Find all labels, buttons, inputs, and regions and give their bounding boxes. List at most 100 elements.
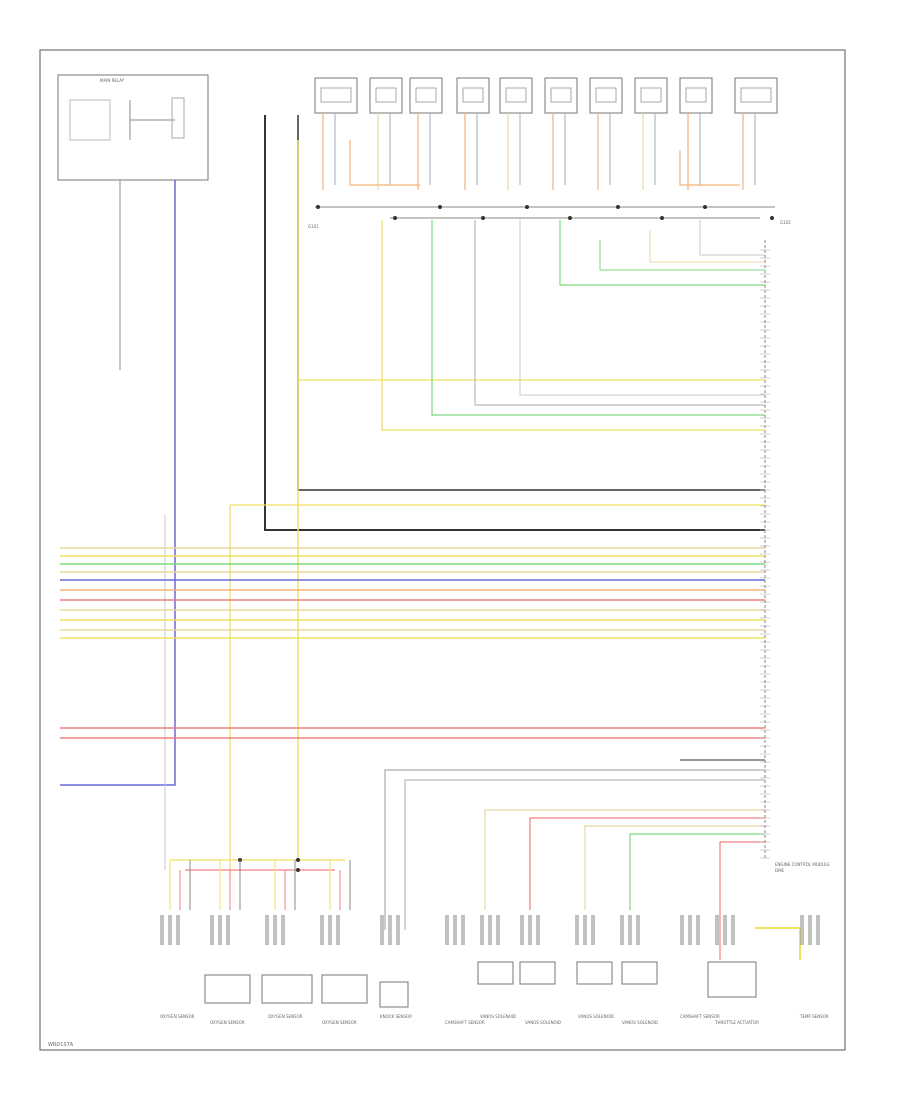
injector-module-9 <box>679 77 713 114</box>
orange-run <box>349 140 420 186</box>
connector-pin <box>380 915 384 945</box>
component-label: VANOS SOLENOID <box>622 1020 658 1025</box>
connector-pin <box>636 915 640 945</box>
tan-wire-lower <box>484 809 765 910</box>
module-label-1: ENGINE CONTROL MODULE <box>775 862 830 867</box>
yellow-wire-2 <box>381 220 765 431</box>
diagram-border <box>39 49 846 1051</box>
connector-pin <box>160 915 164 945</box>
injector-symbol <box>550 87 572 103</box>
black-main-wire <box>264 115 765 531</box>
relay-box-title: MAIN RELAY <box>100 78 125 83</box>
oxygen-sensor-box-2 <box>204 974 251 1004</box>
connector-pin <box>281 915 285 945</box>
injector-module-6 <box>544 77 578 114</box>
connector-pin <box>226 915 230 945</box>
tan-wire-lower-2 <box>584 825 765 910</box>
connector-pin <box>800 915 804 945</box>
injector-symbol <box>595 87 617 103</box>
oxygen-sensor-box-4 <box>321 974 368 1004</box>
connector-pin <box>575 915 579 945</box>
connector-pin <box>480 915 484 945</box>
injector-symbol <box>685 87 707 103</box>
injector-module-2 <box>369 77 403 114</box>
injector-symbol <box>462 87 484 103</box>
component-label: OXYGEN SENSOR <box>210 1020 245 1025</box>
ground-splice <box>438 205 442 209</box>
splice-dot <box>296 868 300 872</box>
connector-pin <box>520 915 524 945</box>
throttle-box <box>707 961 757 998</box>
connector-pin <box>388 915 392 945</box>
grey-wire-lower-2 <box>404 779 765 930</box>
connector-pin <box>176 915 180 945</box>
ground-splice <box>616 205 620 209</box>
connector-pin <box>808 915 812 945</box>
vanos-box-4 <box>621 961 658 985</box>
connector-pin <box>265 915 269 945</box>
ground-splice <box>770 216 774 220</box>
injector-module-3 <box>409 77 443 114</box>
red-wire-lower <box>529 817 765 910</box>
connector-pin <box>528 915 532 945</box>
injector-module-4 <box>456 77 490 114</box>
injector-symbol <box>320 87 352 103</box>
connector-pin <box>328 915 332 945</box>
green-wire-lower <box>629 833 765 910</box>
splice-dot <box>296 858 300 862</box>
injector-symbol <box>375 87 397 103</box>
injector-symbol <box>505 87 527 103</box>
component-label: VANOS SOLENOID <box>525 1020 561 1025</box>
ground-label-right: G102 <box>780 220 791 225</box>
oxygen-sensor-box-3 <box>261 974 313 1004</box>
connector-pin <box>273 915 277 945</box>
temp-sensor-wire <box>755 927 801 960</box>
connector-pin <box>583 915 587 945</box>
component-label: OXYGEN SENSOR <box>160 1014 195 1019</box>
connector-pin <box>218 915 222 945</box>
green-wire-1 <box>431 220 765 416</box>
ground-splice <box>660 216 664 220</box>
white-wire-1 <box>519 220 765 396</box>
component-label: KNOCK SENSOR <box>380 1014 412 1019</box>
component-label: VANOS SOLENOID <box>578 1014 614 1019</box>
injector-symbol <box>740 87 772 103</box>
component-label: TEMP SENSOR <box>799 1014 829 1019</box>
vanos-box-1 <box>477 961 514 985</box>
grey-wire-lower <box>384 769 765 930</box>
wires <box>60 113 801 960</box>
component-label: OXYGEN SENSOR <box>268 1014 303 1019</box>
component-label: THROTTLE ACTUATOR <box>714 1020 759 1025</box>
grey-wire-1 <box>474 220 765 406</box>
connector-pin <box>445 915 449 945</box>
connector-pin <box>696 915 700 945</box>
connector-pin <box>536 915 540 945</box>
injector-module-8 <box>634 77 668 114</box>
component-label: VANOS SOLENOID <box>480 1014 516 1019</box>
ground-splice <box>393 216 397 220</box>
injector-module-7 <box>589 77 623 114</box>
module-label-2: DME <box>775 868 785 873</box>
injector-modules <box>314 77 778 114</box>
orange-run-right <box>679 150 740 186</box>
connector-pin <box>816 915 820 945</box>
injector-symbol <box>415 87 437 103</box>
connector-pin <box>723 915 727 945</box>
injector-module-10 <box>734 77 778 114</box>
bottom-components: OXYGEN SENSOR OXYGEN SENSOR OXYGEN SENSOR O… <box>160 915 829 1025</box>
connector-pin <box>168 915 172 945</box>
connector-pin <box>396 915 400 945</box>
connector-pin <box>488 915 492 945</box>
connector-pin <box>731 915 735 945</box>
connector-pin <box>210 915 214 945</box>
vanos-box-2 <box>519 961 556 985</box>
component-label: OXYGEN SENSOR <box>322 1020 357 1025</box>
injector-module-1 <box>314 77 358 114</box>
ground-splice <box>568 216 572 220</box>
injector-module-5 <box>499 77 533 114</box>
connector-pin <box>628 915 632 945</box>
connector-pin <box>336 915 340 945</box>
knock-sensor-box <box>379 981 409 1008</box>
connector-pin <box>620 915 624 945</box>
